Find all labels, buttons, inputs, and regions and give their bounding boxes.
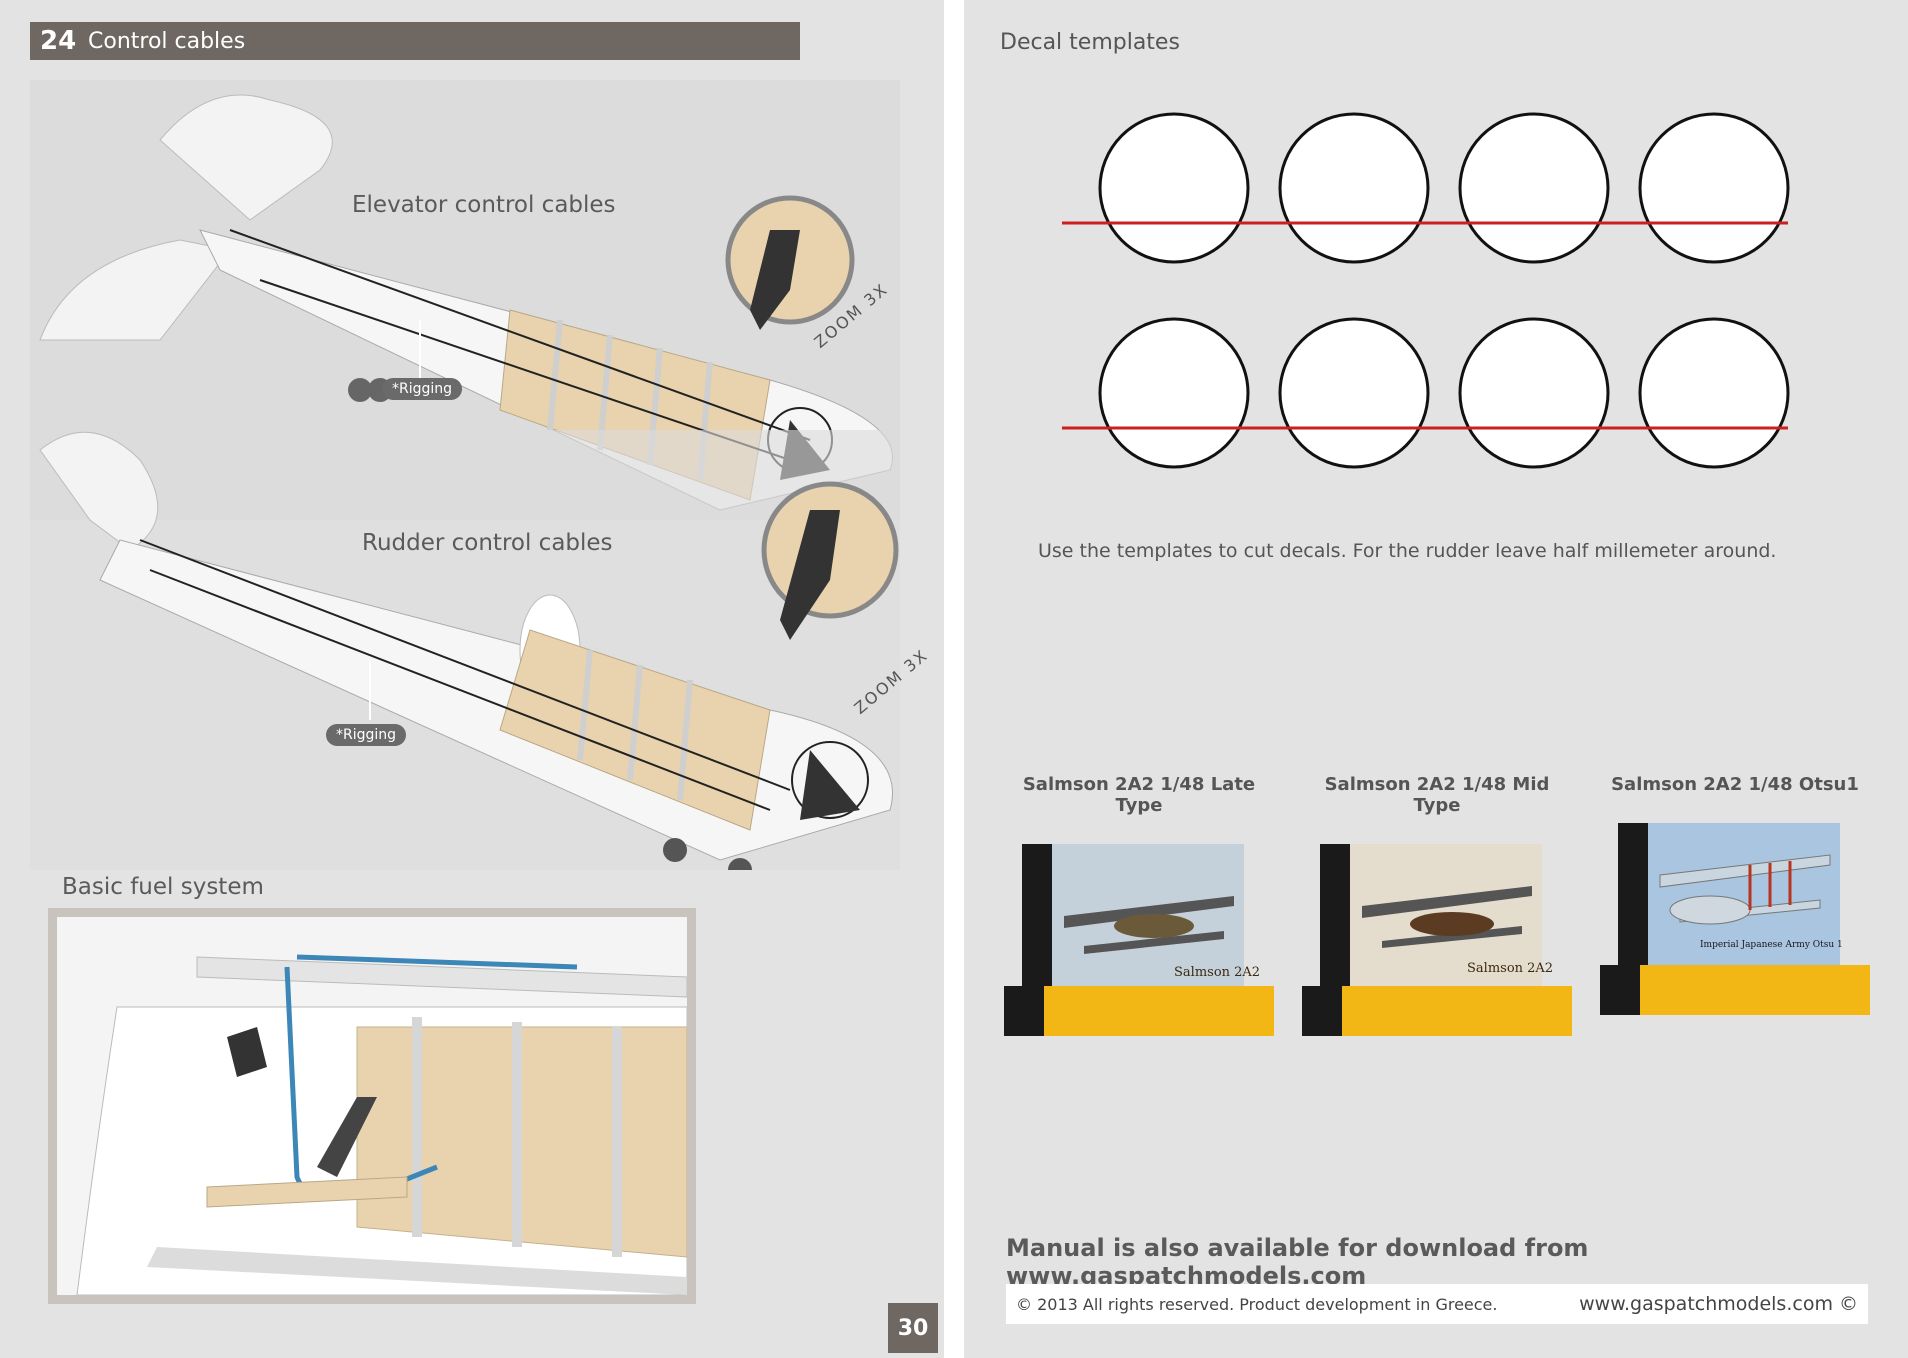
decal-circle bbox=[1458, 317, 1610, 469]
decal-circle bbox=[1458, 112, 1610, 264]
rudder-illustration bbox=[30, 430, 900, 870]
fuel-illustration bbox=[57, 917, 687, 1295]
step-title: Control cables bbox=[88, 28, 246, 54]
decal-circle bbox=[1638, 112, 1790, 264]
fuel-illustration-frame bbox=[48, 908, 696, 1304]
decal-note: Use the templates to cut decals. For the… bbox=[1038, 540, 1777, 562]
box-script: Salmson 2A2 bbox=[1467, 961, 1553, 976]
decal-row-2 bbox=[1062, 317, 1790, 469]
step-number: 24 bbox=[40, 26, 77, 56]
product-name: Salmson 2A2 1/48 Late Type bbox=[1022, 774, 1256, 816]
download-text: Manual is also available for download fr… bbox=[1006, 1234, 1589, 1290]
decal-circle bbox=[1638, 317, 1790, 469]
copyright-text: © 2013 All rights reserved. Product deve… bbox=[1016, 1294, 1498, 1314]
website-link[interactable]: www.gaspatchmodels.com © bbox=[1579, 1293, 1858, 1315]
decal-row-1 bbox=[1062, 112, 1790, 264]
footer-bar: © 2013 All rights reserved. Product deve… bbox=[1006, 1284, 1868, 1324]
product-box-image: Salmson 2A2 bbox=[1004, 836, 1274, 1046]
rudder-title: Rudder control cables bbox=[362, 530, 613, 556]
decal-circle bbox=[1098, 112, 1250, 264]
left-page: 24 Control cables Elevator control cable… bbox=[0, 0, 944, 1358]
decal-title: Decal templates bbox=[1000, 30, 1180, 55]
decal-templates bbox=[1062, 112, 1790, 469]
fuel-system-drawing bbox=[76, 954, 687, 1295]
product-mid-type: Salmson 2A2 1/48 Mid Type Salmson 2A2 bbox=[1302, 774, 1572, 1046]
fuel-title: Basic fuel system bbox=[62, 874, 264, 900]
decal-circle bbox=[1278, 112, 1430, 264]
rigging-label-1: *Rigging bbox=[382, 378, 463, 400]
product-name: Salmson 2A2 1/48 Mid Type bbox=[1324, 774, 1550, 816]
decal-circle bbox=[1098, 317, 1250, 469]
page-number: 30 bbox=[888, 1303, 938, 1353]
page-gutter bbox=[944, 0, 964, 1358]
step-header: 24 Control cables bbox=[30, 22, 800, 60]
box-script: Salmson 2A2 bbox=[1174, 965, 1260, 980]
product-otsu1: Salmson 2A2 1/48 Otsu1 Imperial Japanese… bbox=[1600, 774, 1870, 1025]
right-page: Decal templates Use the templates to cut… bbox=[964, 0, 1908, 1358]
product-late-type: Salmson 2A2 1/48 Late Type Salmson 2A2 bbox=[1004, 774, 1274, 1046]
elevator-title: Elevator control cables bbox=[352, 192, 616, 218]
box-script: Imperial Japanese Army Otsu 1 bbox=[1700, 940, 1843, 950]
product-box-image: Imperial Japanese Army Otsu 1 bbox=[1600, 815, 1870, 1025]
product-box-image: Salmson 2A2 bbox=[1302, 836, 1572, 1046]
rigging-label-2: *Rigging bbox=[326, 724, 407, 746]
decal-circle bbox=[1278, 317, 1430, 469]
product-name: Salmson 2A2 1/48 Otsu1 bbox=[1611, 774, 1859, 795]
